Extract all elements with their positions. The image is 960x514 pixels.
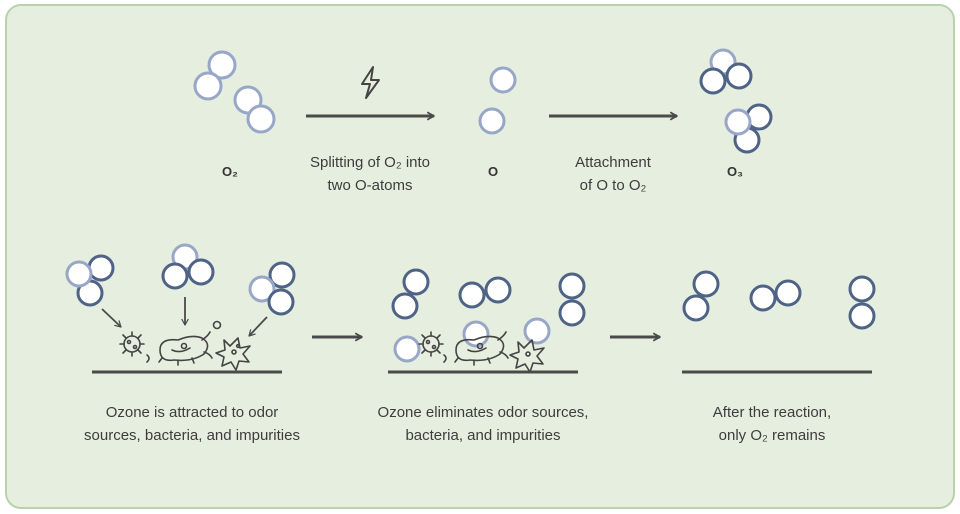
o2-molecule — [749, 279, 802, 312]
o2-label: O₂ — [222, 164, 238, 179]
bacterium-icon — [454, 331, 509, 366]
o3-label: O₃ — [726, 164, 744, 179]
diagram-panel — [5, 4, 955, 509]
stage2-molecules — [391, 268, 586, 363]
stage1-caption-line2: sources, bacteria, and impurities — [84, 427, 300, 444]
splitting-label-line2: two O-atoms — [327, 177, 413, 194]
o3-molecule — [699, 48, 753, 95]
o3-molecule — [65, 254, 115, 307]
o-label: O — [487, 164, 499, 179]
splitting-label: Splitting of O₂ into two O-atoms — [280, 151, 460, 197]
o2-molecule — [233, 85, 276, 134]
stage2-caption-line2: bacteria, and impurities — [405, 427, 561, 444]
o2-molecule — [193, 50, 237, 101]
o-atom — [393, 335, 421, 363]
o3-molecules — [699, 48, 773, 154]
bacterium-icon — [158, 331, 213, 366]
stage1-caption-line1: Ozone is attracted to odor — [105, 404, 279, 421]
lightning-bolt-icon — [361, 66, 380, 99]
o-atom — [523, 317, 551, 345]
attachment-label-line1: Attachment — [575, 154, 651, 171]
virus-icon — [119, 331, 145, 357]
stage3-molecules — [682, 270, 876, 374]
arrow-down-icon — [101, 308, 122, 328]
o2-molecule — [391, 268, 430, 320]
o-atoms — [478, 66, 517, 135]
stage3-caption-line1: After the reaction, — [712, 404, 832, 421]
squiggle — [146, 354, 150, 363]
stage3-caption-line2: only O₂ remains — [718, 427, 826, 444]
stage2-microbes — [388, 331, 578, 374]
squiggle — [443, 354, 447, 363]
particle — [212, 320, 222, 330]
amoeba-icon — [215, 337, 251, 371]
o-atom — [462, 320, 490, 348]
o2-molecules — [193, 50, 276, 134]
attachment-label: Attachment of O to O₂ — [545, 151, 681, 197]
virus-icon — [418, 331, 444, 357]
stage1-pointers — [101, 297, 268, 337]
o3-molecule — [161, 243, 215, 290]
stage3-caption: After the reaction, only O₂ remains — [657, 401, 887, 447]
o2-molecule — [558, 272, 586, 327]
splitting-label-line1: Splitting of O₂ into — [309, 154, 431, 171]
o3-molecule — [724, 103, 773, 154]
o2-molecule — [848, 275, 876, 330]
arrow-down-icon — [248, 316, 268, 337]
stage1-ozone — [65, 243, 296, 316]
stage1-caption: Ozone is attracted to odor sources, bact… — [47, 401, 337, 447]
attachment-label-line2: of O to O₂ — [579, 177, 647, 194]
o2-molecule — [458, 276, 512, 309]
o2-molecule — [682, 270, 720, 322]
stage2-caption: Ozone eliminates odor sources, bacteria,… — [338, 401, 628, 447]
o3-molecule — [248, 261, 296, 316]
stage2-caption-line1: Ozone eliminates odor sources, — [377, 404, 589, 421]
amoeba-icon — [509, 339, 545, 373]
stage1-microbes — [92, 320, 282, 374]
